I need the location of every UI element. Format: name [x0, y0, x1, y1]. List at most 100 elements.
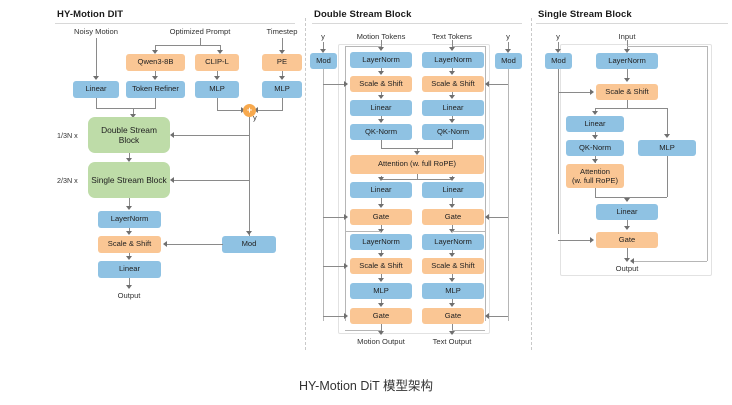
node-ds-motion-linear-2[interactable]: Linear — [350, 182, 412, 198]
node-linear-input[interactable]: Linear — [73, 81, 119, 98]
output-label-left: Output — [117, 291, 141, 300]
node-ds-motion-layernorm-1[interactable]: LayerNorm — [350, 52, 412, 68]
node-ds-text-linear-1[interactable]: Linear — [422, 100, 484, 116]
arrow-t-mlp-gate2 — [449, 303, 455, 307]
line-mlppe-down — [282, 98, 283, 110]
arrow-text-in — [449, 47, 455, 51]
node-ds-motion-gate-1[interactable]: Gate — [350, 209, 412, 225]
arrow-clip-to-mlp — [214, 76, 220, 80]
arrow-mlppe-to-plus — [254, 107, 258, 113]
line-prompt-fan — [155, 45, 220, 46]
line-clip-to-mlp — [217, 71, 218, 78]
arrow-t-ss2-mlp — [449, 278, 455, 282]
node-ss-linear-2[interactable]: Linear — [596, 204, 658, 220]
node-double-stream-block[interactable]: Double Stream Block — [88, 117, 170, 153]
node-mod-left[interactable]: Mod — [222, 236, 276, 253]
line-refiner-down — [155, 98, 156, 108]
node-ss-qknorm[interactable]: QK-Norm — [566, 140, 624, 156]
node-linear-out[interactable]: Linear — [98, 261, 161, 278]
label-motion-output: Motion Output — [357, 337, 405, 346]
title-rule-right — [536, 23, 728, 24]
node-ds-text-linear-2[interactable]: Linear — [422, 182, 484, 198]
node-ss-gate[interactable]: Gate — [596, 232, 658, 248]
arrow-ss-lin2-gate — [624, 226, 630, 230]
arrow-modl-to-mss1 — [344, 81, 348, 87]
node-ds-motion-mlp[interactable]: MLP — [350, 283, 412, 299]
line-qwen-to-refiner — [155, 71, 156, 78]
header-motion-tokens: Motion Tokens — [356, 32, 406, 41]
node-ds-text-scaleshift-1[interactable]: Scale & Shift — [422, 76, 484, 92]
line-noisy-to-linear — [96, 38, 97, 78]
node-ds-text-gate-1[interactable]: Gate — [422, 209, 484, 225]
node-ss-mlp[interactable]: MLP — [638, 140, 696, 156]
line-t-gate2-out — [452, 324, 453, 334]
node-ds-motion-qknorm[interactable]: QK-Norm — [350, 124, 412, 140]
arrow-ss-merge-to-linear2 — [624, 198, 630, 202]
panel-divider-left — [305, 18, 306, 350]
line-y-right-to-mod — [558, 42, 559, 51]
arrow-t-ln2-ss2 — [449, 253, 455, 257]
arrow-y-to-mod — [246, 231, 252, 235]
node-ds-text-mlp[interactable]: MLP — [422, 283, 484, 299]
ss-attention-line-1: Attention — [580, 166, 610, 176]
node-scale-shift-out[interactable]: Scale & Shift — [98, 236, 161, 253]
node-mlp-pe[interactable]: MLP — [262, 81, 302, 98]
node-ss-layernorm[interactable]: LayerNorm — [596, 53, 658, 69]
node-ds-text-qknorm[interactable]: QK-Norm — [422, 124, 484, 140]
arrow-y-right-down — [555, 49, 561, 53]
node-clip-l[interactable]: CLIP-L — [195, 54, 239, 71]
node-ds-text-layernorm-2[interactable]: LayerNorm — [422, 234, 484, 250]
line-ssb-to-ln — [129, 198, 130, 208]
line-merge-stem — [133, 108, 134, 116]
node-ds-motion-gate-2[interactable]: Gate — [350, 308, 412, 324]
node-ds-motion-scaleshift-1[interactable]: Scale & Shift — [350, 76, 412, 92]
node-mod-middle-left[interactable]: Mod — [310, 53, 337, 69]
node-ss-linear-1[interactable]: Linear — [566, 116, 624, 132]
node-ds-motion-layernorm-2[interactable]: LayerNorm — [350, 234, 412, 250]
panel-title-middle: Double Stream Block — [314, 9, 412, 20]
arrow-qwen-to-refiner — [152, 76, 158, 80]
line-mod-bus-left — [323, 69, 324, 321]
node-ds-text-gate-2[interactable]: Gate — [422, 308, 484, 324]
line-ss-attn-down — [595, 188, 596, 197]
node-ds-motion-scaleshift-2[interactable]: Scale & Shift — [350, 258, 412, 274]
node-mod-middle-right[interactable]: Mod — [495, 53, 522, 69]
node-token-refiner[interactable]: Token Refiner — [126, 81, 185, 98]
arrow-noisy-to-linear — [93, 76, 99, 80]
arrow-t-gate2-out — [449, 331, 455, 335]
line-mod-to-ss-gate — [558, 240, 591, 241]
arrow-dsb-to-ssb — [126, 158, 132, 162]
plus-junction: + — [243, 104, 256, 117]
node-ds-text-layernorm-1[interactable]: LayerNorm — [422, 52, 484, 68]
rail-motion-top — [345, 46, 381, 47]
line-motion-in — [381, 40, 382, 49]
node-pe[interactable]: PE — [262, 54, 302, 71]
node-qwen3-8b[interactable]: Qwen3-8B — [126, 54, 185, 71]
input-label-timestep: Timestep — [266, 27, 298, 36]
line-m-qk-to-attn — [381, 148, 417, 149]
node-mlp-clip[interactable]: MLP — [195, 81, 239, 98]
node-ds-text-scaleshift-2[interactable]: Scale & Shift — [422, 258, 484, 274]
line-y-to-ssb — [174, 180, 249, 181]
arrow-pe-to-mlp — [279, 76, 285, 80]
arrow-t-lin2-gate1 — [449, 204, 455, 208]
line-modr-to-tgate2 — [488, 316, 508, 317]
line-ss-gate-out — [627, 248, 628, 260]
node-ss-scaleshift[interactable]: Scale & Shift — [596, 84, 658, 100]
line-input-to-ln — [627, 40, 628, 51]
node-single-stream-block[interactable]: Single Stream Block — [88, 162, 170, 198]
line-text-in — [452, 40, 453, 49]
node-mod-right[interactable]: Mod — [545, 53, 572, 69]
double-stream-group-box — [338, 44, 490, 334]
arrow-modr-to-tgate2 — [485, 313, 489, 319]
y-label-left: y — [253, 113, 257, 122]
line-mlpclip-down — [217, 98, 218, 110]
node-ss-attention[interactable]: Attention (w. full RoPE) — [566, 164, 624, 188]
line-m-gate1-ln2 — [381, 225, 382, 231]
line-m-lin2-gate1 — [381, 198, 382, 206]
node-ds-motion-linear-1[interactable]: Linear — [350, 100, 412, 116]
node-layernorm-out[interactable]: LayerNorm — [98, 211, 161, 228]
arrow-mod-to-ss-scaleshift — [590, 89, 594, 95]
node-ds-attention[interactable]: Attention (w. full RoPE) — [350, 155, 484, 174]
line-modl-to-mgate2 — [323, 316, 346, 317]
